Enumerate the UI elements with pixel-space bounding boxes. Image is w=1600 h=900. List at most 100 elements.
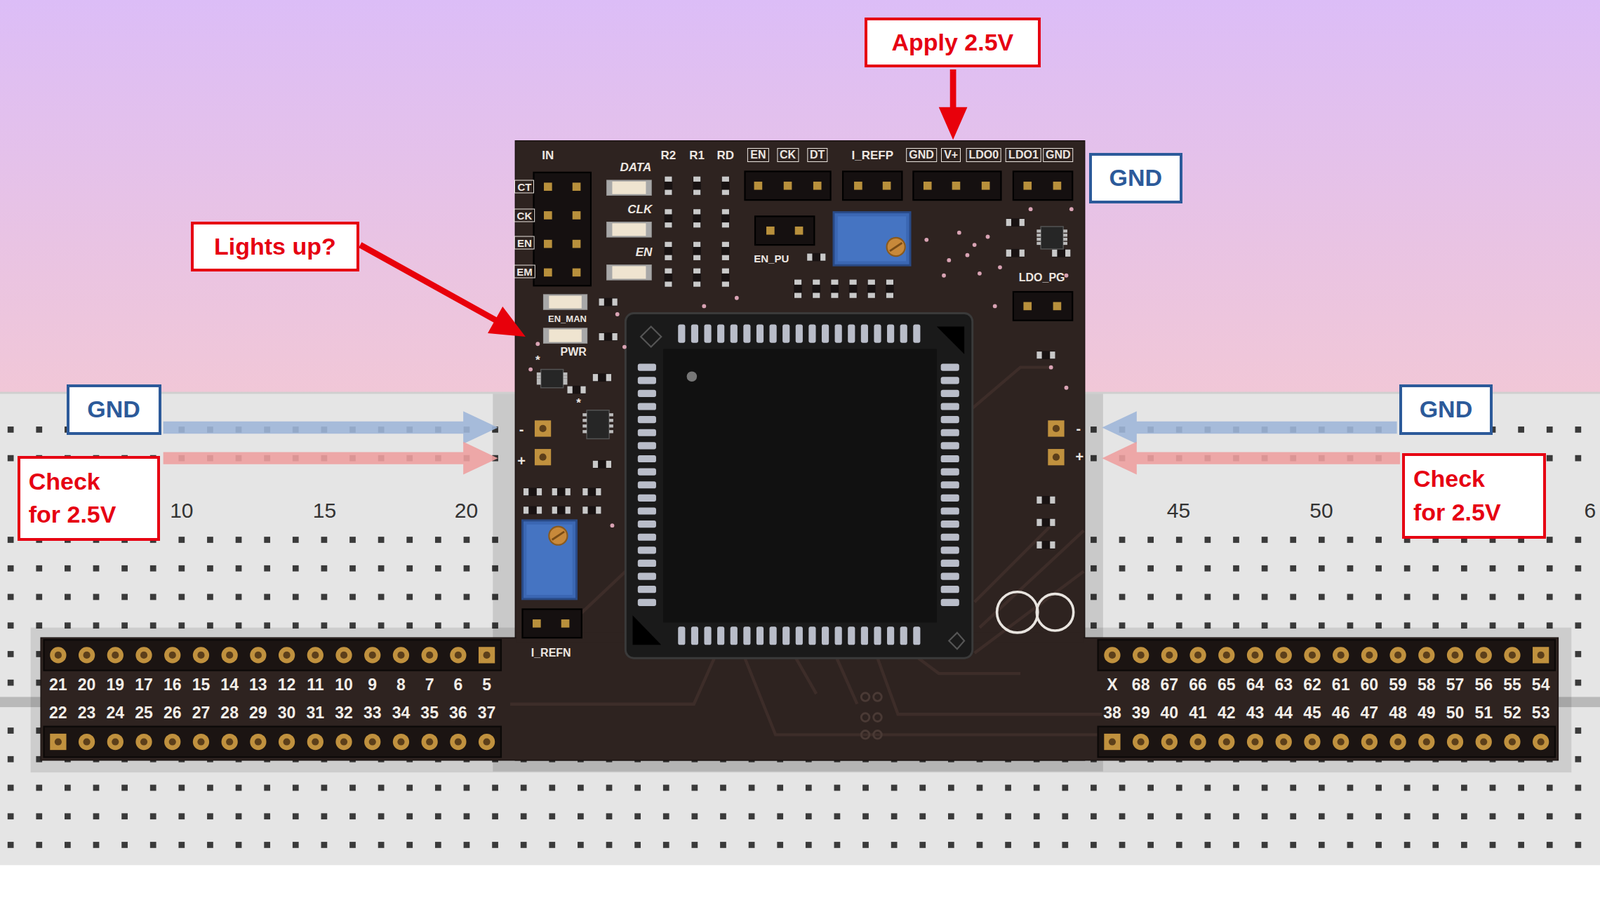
- smd-pad: [722, 281, 730, 287]
- pin-number: 64: [1246, 676, 1265, 693]
- round-pad: [249, 647, 266, 664]
- breadboard-hole: [1489, 785, 1497, 792]
- smd-body: [664, 268, 673, 288]
- chip-pin: [941, 442, 960, 450]
- potentiometer-screw: [548, 527, 568, 546]
- breadboard-hole: [321, 842, 328, 849]
- smd-pad: [664, 255, 672, 261]
- round-pad: [278, 647, 295, 664]
- breadboard-hole: [7, 727, 15, 735]
- breadboard-hole: [663, 785, 670, 792]
- breadboard-hole: [862, 813, 869, 820]
- breadboard-hole: [7, 622, 15, 629]
- ic-pin: [609, 413, 614, 417]
- silkscreen-label: LDO0: [965, 148, 1002, 163]
- pin-number: 57: [1446, 676, 1465, 693]
- round-pad: [1418, 647, 1435, 664]
- chip-pin: [821, 324, 829, 344]
- breadboard-hole: [7, 651, 15, 658]
- callout-box: GND: [66, 384, 162, 436]
- breadboard-hole: [1517, 594, 1525, 601]
- pad-hole: [1052, 454, 1060, 462]
- breadboard-hole: [834, 813, 841, 820]
- silkscreen-label: I_REFN: [531, 647, 572, 659]
- breadboard-hole: [1432, 842, 1439, 849]
- breadboard-hole: [64, 565, 71, 572]
- breadboard-hole: [1461, 565, 1468, 572]
- smd-pad: [693, 209, 701, 215]
- breadboard-hole: [1204, 594, 1212, 601]
- pin-number: 16: [163, 676, 182, 693]
- smd-body: [885, 280, 895, 299]
- breadboard-hole: [7, 536, 15, 544]
- small-ic: [541, 369, 564, 389]
- chip-pin: [847, 324, 855, 344]
- breadboard-hole: [435, 565, 442, 572]
- breadboard-hole: [178, 842, 185, 849]
- breadboard-hole: [1147, 813, 1154, 820]
- pcb-via: [873, 693, 883, 702]
- smd-pad: [722, 242, 730, 248]
- round-pad: [1503, 734, 1520, 751]
- pin-number: 45: [1303, 705, 1322, 722]
- round-pad: [1447, 647, 1464, 664]
- pad-hole: [1365, 738, 1373, 746]
- breadboard-hole: [1119, 842, 1126, 849]
- chip-pin: [637, 546, 657, 554]
- pin-number: 11: [306, 676, 324, 693]
- pad-hole: [340, 738, 348, 746]
- breadboard-hole: [891, 842, 898, 849]
- smd-pad: [599, 333, 605, 341]
- smd-pad: [722, 190, 730, 196]
- breadboard-hole: [1318, 536, 1325, 544]
- pad-hole: [1308, 651, 1316, 659]
- chip-pin: [873, 324, 881, 344]
- header-pin: [561, 619, 570, 629]
- socket-corner: [936, 326, 965, 354]
- header-pin: [795, 226, 804, 236]
- silkscreen-label: -: [1076, 421, 1082, 436]
- breadboard-hole: [1432, 785, 1439, 792]
- breadboard-hole: [1461, 594, 1468, 601]
- silkscreen-label: DT: [807, 148, 828, 163]
- round-pad: [107, 734, 124, 751]
- breadboard-hole: [7, 565, 15, 572]
- silkscreen-label: RD: [717, 149, 735, 162]
- pad-hole: [283, 738, 291, 746]
- breadboard-hole: [64, 842, 71, 849]
- breadboard-hole: [577, 813, 584, 820]
- chip-pin: [900, 324, 908, 344]
- ic-pin: [536, 375, 542, 379]
- breadboard-hole: [634, 842, 641, 849]
- pcb-via: [924, 237, 929, 243]
- breadboard-hole: [1061, 785, 1069, 792]
- breadboard-hole: [35, 594, 43, 601]
- chip-pin: [941, 402, 960, 410]
- chip-pin: [637, 507, 657, 515]
- chip-pin: [941, 376, 960, 384]
- breadboard-hole: [976, 785, 984, 792]
- round-pad: [1475, 734, 1492, 751]
- silkscreen-label: IN: [541, 149, 554, 162]
- breadboard-hole: [463, 565, 471, 572]
- pcb-via: [873, 713, 883, 723]
- chip-pin: [941, 520, 960, 528]
- pin-number: 26: [163, 705, 182, 722]
- header-pin: [572, 240, 582, 249]
- smd-pad: [820, 253, 826, 261]
- pad-hole: [1537, 651, 1545, 659]
- smd-body: [523, 506, 542, 516]
- pin-number: 37: [477, 705, 497, 722]
- breadboard-hole: [1574, 680, 1582, 687]
- smd-body: [692, 209, 702, 228]
- callout-text: Check for 2.5V: [1413, 462, 1518, 530]
- pad-hole: [1423, 738, 1431, 746]
- pad-hole: [1280, 738, 1288, 746]
- pcb-via: [1069, 207, 1074, 212]
- pad-hole: [1251, 651, 1259, 659]
- pin-header-strip: [44, 727, 502, 758]
- breadboard-hole: [1261, 594, 1269, 601]
- smd-body: [721, 176, 730, 196]
- pin-header: [744, 171, 831, 200]
- pin-number: 61: [1331, 676, 1351, 693]
